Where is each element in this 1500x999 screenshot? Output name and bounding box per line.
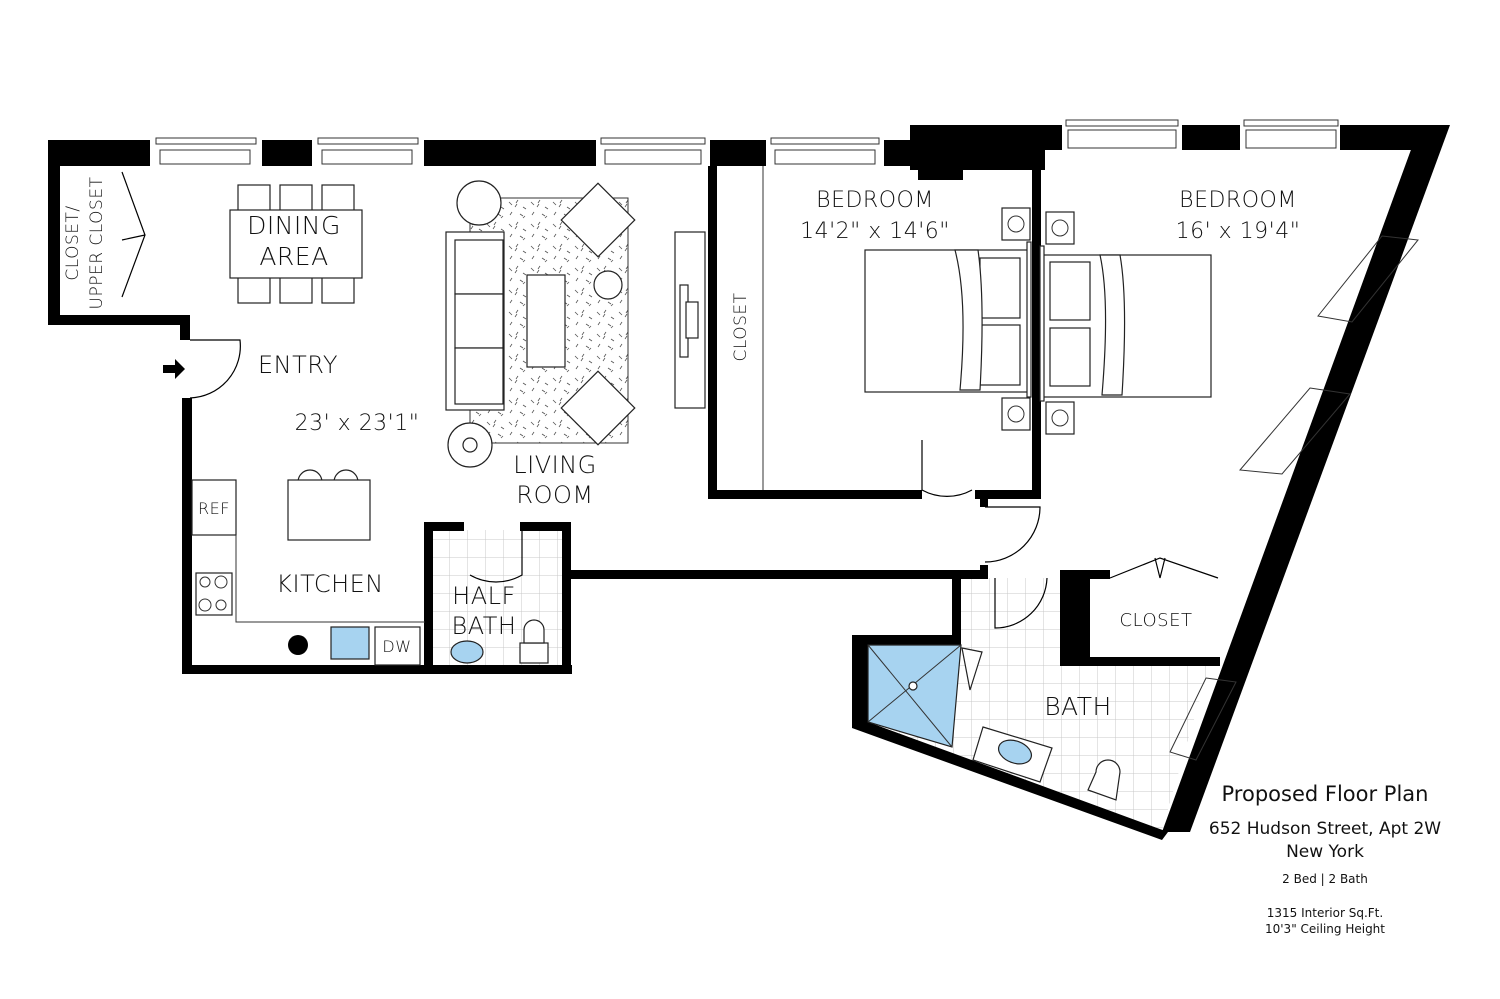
refrigerator: [191, 479, 237, 536]
window: [150, 136, 262, 166]
interior-sqft: 1315 Interior Sq.Ft.: [1266, 906, 1384, 920]
kitchen-island: [287, 479, 371, 541]
bedroom2-label: BEDROOM: [1179, 188, 1297, 213]
living-furniture: [445, 180, 706, 468]
dining-label-2: AREA: [259, 242, 328, 271]
address-line-2: New York: [1286, 842, 1364, 862]
closet-upper-label: CLOSET/: [63, 205, 83, 280]
closet-upper-label-2: UPPER CLOSET: [87, 176, 107, 309]
bedroom1-dimensions: 14'2" x 14'6": [800, 219, 950, 244]
entry-dimensions: 23' x 23'1": [295, 411, 420, 436]
living-label: LIVING: [513, 451, 597, 479]
stove: [195, 572, 233, 616]
dining-table: [229, 184, 363, 304]
bath-door[interactable]: [994, 577, 1048, 629]
dishwasher: [374, 626, 421, 666]
living-label-2: ROOM: [516, 481, 593, 509]
windows: [150, 118, 1419, 761]
kitchen-label: KITCHEN: [276, 570, 384, 598]
bedroom2-door[interactable]: [984, 506, 1041, 563]
half-bath-label: HALF: [452, 582, 516, 610]
closet-bifold-door[interactable]: [1109, 557, 1219, 579]
address-line-1: 652 Hudson Street, Apt 2W: [1208, 819, 1442, 839]
half-bath-fixtures: [450, 619, 549, 664]
kitchen-sink: [330, 626, 370, 660]
entry-arrow-icon: [163, 359, 185, 379]
plan-title: Proposed Floor Plan: [1221, 782, 1429, 806]
armchair: [560, 182, 636, 258]
kitchen-fixtures: [191, 469, 425, 666]
doors: [121, 171, 1219, 629]
ref-label: REF: [198, 499, 230, 518]
bedroom1-closet-label: CLOSET: [731, 292, 751, 361]
bedroom2-dimensions: 16' x 19'4": [1176, 219, 1301, 244]
bath-fixtures: [867, 644, 1121, 801]
bedroom1-door[interactable]: [921, 440, 973, 497]
plan-address: 652 Hudson Street, Apt 2W New York: [1190, 818, 1460, 864]
half-bath-label-2: BATH: [452, 612, 517, 640]
bath-label: BATH: [1044, 692, 1112, 721]
toilet: [1087, 759, 1121, 801]
window: [1238, 387, 1351, 475]
ceiling-height: 10'3" Ceiling Height: [1264, 922, 1385, 936]
entry-door[interactable]: [189, 339, 241, 399]
window: [596, 136, 710, 166]
window: [1240, 118, 1340, 150]
window: [1062, 118, 1182, 150]
entry-label: ENTRY: [258, 351, 338, 379]
closet-bifold-door[interactable]: [121, 171, 146, 298]
dw-label: DW: [382, 637, 411, 656]
window: [312, 136, 424, 166]
bath-closet-label: CLOSET: [1120, 610, 1193, 631]
dining-label: DINING: [247, 211, 341, 240]
window: [766, 136, 884, 166]
window: [1317, 235, 1419, 323]
window: [1169, 677, 1237, 761]
armchair: [560, 370, 636, 446]
bedroom2-furniture: [1039, 211, 1212, 435]
bedroom1-furniture: [762, 166, 1032, 490]
room-labels: CLOSET/ UPPER CLOSET DINING AREA ENTRY 2…: [63, 176, 1300, 721]
plan-specs: 1315 Interior Sq.Ft. 10'3" Ceiling Heigh…: [1220, 905, 1430, 937]
coffee-table: [526, 274, 566, 368]
bedroom1-label: BEDROOM: [816, 188, 934, 213]
beds-baths: 2 Bed | 2 Bath: [1282, 872, 1368, 886]
